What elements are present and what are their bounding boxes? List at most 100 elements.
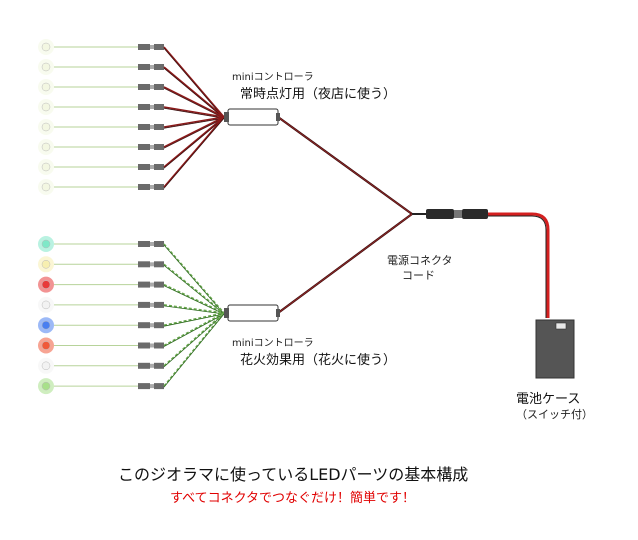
bottom-branch-wire-pair bbox=[163, 313, 225, 347]
battery-case bbox=[535, 319, 575, 379]
top-branch-wire bbox=[163, 106, 225, 118]
top-socket bbox=[154, 64, 164, 70]
bottom-socket bbox=[154, 383, 164, 390]
bottom-controller-label-small: miniコントローラ bbox=[232, 338, 314, 349]
bottom-led bbox=[41, 280, 51, 289]
top-led-row bbox=[38, 79, 225, 119]
top-branch-wire bbox=[163, 86, 225, 118]
top-controller bbox=[224, 108, 280, 126]
top-socket bbox=[154, 84, 164, 90]
bottom-branch-wire-pair bbox=[163, 313, 225, 388]
top-socket bbox=[154, 44, 164, 50]
top-led-row bbox=[38, 116, 225, 135]
bottom-led-row bbox=[38, 236, 225, 315]
top-plug-pin bbox=[150, 165, 154, 169]
bottom-led-harness bbox=[38, 236, 225, 395]
bottom-branch-wire-pair bbox=[163, 305, 225, 315]
bottom-branch-wire bbox=[163, 312, 225, 387]
bottom-plug bbox=[138, 281, 150, 288]
bottom-plug-pin bbox=[150, 302, 154, 307]
top-led bbox=[41, 62, 51, 72]
top-led bbox=[41, 42, 51, 52]
bottom-led bbox=[41, 381, 51, 391]
bottom-plug-pin bbox=[150, 242, 154, 246]
bottom-branch-wire bbox=[163, 312, 225, 367]
bottom-socket bbox=[154, 322, 164, 329]
top-branch-wire-pair bbox=[163, 117, 225, 129]
top-plug bbox=[138, 44, 150, 50]
battery-label-line2: （スイッチ付） bbox=[516, 408, 593, 421]
bottom-led-row bbox=[38, 276, 225, 315]
bottom-plug-pin bbox=[150, 262, 154, 267]
bottom-branch-wire bbox=[163, 243, 225, 314]
bottom-led-row bbox=[38, 296, 225, 315]
bottom-led-row bbox=[38, 312, 225, 354]
top-branch-wire bbox=[163, 116, 225, 148]
top-plug bbox=[138, 184, 150, 190]
top-led-row bbox=[38, 116, 225, 155]
bottom-branch-wire bbox=[163, 263, 225, 314]
top-plug bbox=[138, 144, 150, 150]
bottom-socket bbox=[154, 281, 164, 288]
caption-subtitle: すべてコネクタでつなぐだけ！簡単です！ bbox=[170, 491, 416, 506]
bottom-branch-wire-pair bbox=[163, 244, 225, 315]
top-plug-pin bbox=[150, 125, 154, 129]
top-controller-label-small: miniコントローラ bbox=[232, 72, 314, 83]
bottom-branch-wire-pair bbox=[163, 313, 225, 368]
bottom-branch-wire bbox=[163, 312, 225, 326]
top-branch-wire-pair bbox=[163, 117, 225, 149]
battery-cable bbox=[488, 212, 550, 318]
bottom-plug-pin bbox=[150, 384, 154, 389]
bottom-led bbox=[41, 260, 51, 269]
connector-label-line1: 電源コネクタ bbox=[387, 254, 453, 267]
bottom-led-row bbox=[38, 256, 225, 315]
bottom-branch-wire-pair bbox=[163, 313, 225, 327]
bottom-led bbox=[41, 320, 51, 330]
main-wires bbox=[277, 116, 413, 314]
bottom-plug bbox=[138, 322, 150, 329]
top-led-row bbox=[38, 99, 225, 119]
top-plug bbox=[138, 64, 150, 70]
bottom-plug bbox=[138, 383, 150, 390]
top-plug-pin bbox=[150, 105, 154, 109]
top-led-row bbox=[38, 59, 225, 119]
top-led bbox=[41, 82, 51, 92]
top-branch-wire-pair bbox=[163, 117, 225, 189]
top-branch-wire bbox=[163, 116, 225, 168]
caption-title: このジオラマに使っているLEDパーツの基本構成 bbox=[118, 465, 469, 484]
top-branch-wire bbox=[163, 46, 225, 118]
bottom-led-row bbox=[38, 312, 225, 334]
bottom-plug bbox=[138, 261, 150, 268]
top-led-row bbox=[38, 39, 225, 119]
battery-label-line1: 電池ケース bbox=[516, 392, 581, 407]
bottom-led bbox=[41, 300, 51, 310]
bottom-branch-wire bbox=[163, 283, 225, 314]
top-led bbox=[41, 142, 51, 152]
bottom-led bbox=[41, 361, 51, 371]
bottom-socket bbox=[154, 301, 164, 308]
bottom-plug bbox=[138, 362, 150, 369]
bottom-plug bbox=[138, 342, 150, 349]
top-socket bbox=[154, 164, 164, 170]
top-plug-pin bbox=[150, 145, 154, 149]
top-branch-wire bbox=[163, 116, 225, 188]
bottom-led-row bbox=[38, 312, 225, 374]
top-led bbox=[41, 102, 51, 112]
bottom-branch-wire-pair bbox=[163, 285, 225, 315]
connector-label-line2: コード bbox=[402, 269, 435, 282]
top-plug bbox=[138, 164, 150, 170]
bottom-plug-pin bbox=[150, 282, 154, 287]
top-plug-pin bbox=[150, 185, 154, 189]
top-plug-pin bbox=[150, 85, 154, 89]
bottom-plug-pin bbox=[150, 343, 154, 348]
top-branch-wire-pair bbox=[163, 87, 225, 119]
top-branch-wire-pair bbox=[163, 117, 225, 169]
top-led-row bbox=[38, 116, 225, 175]
top-controller-label-main: 常時点灯用（夜店に使う） bbox=[240, 87, 397, 102]
top-branch-wire bbox=[163, 66, 225, 118]
top-led bbox=[41, 182, 51, 192]
top-led bbox=[41, 162, 51, 172]
bottom-plug bbox=[138, 301, 150, 308]
top-socket bbox=[154, 124, 164, 130]
